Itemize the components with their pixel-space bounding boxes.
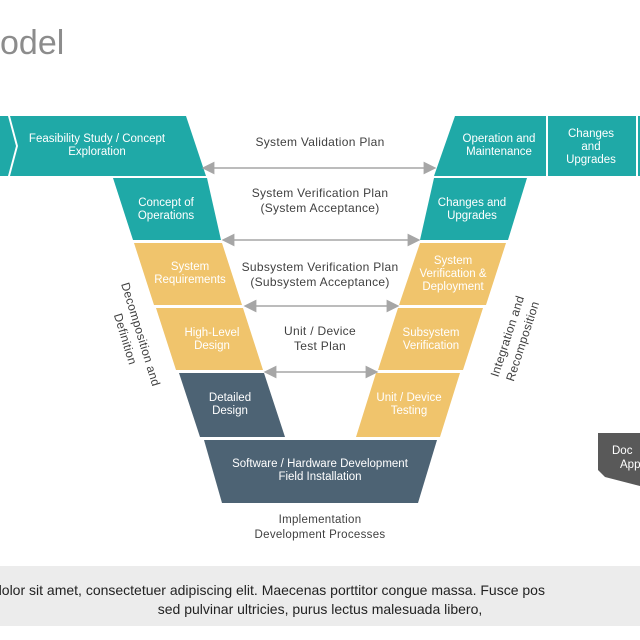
operation-block [434, 116, 546, 176]
verification-plan-line2: (System Acceptance) [260, 201, 380, 215]
implementation-line1: Implementation [278, 514, 362, 526]
feasibility-label: Feasibility Study / Concept Exploration [28, 133, 166, 158]
changes-top-block [548, 116, 636, 176]
footer-text-box: dolor sit amet, consectetuer adipiscing … [0, 566, 640, 626]
feasibility-block [10, 116, 206, 176]
detailed-design-block [179, 373, 285, 437]
operation-label: Operation and Maintenance [462, 133, 536, 158]
footer-line1: dolor sit amet, consectetuer adipiscing … [0, 582, 545, 598]
doc-tab [598, 433, 640, 486]
system-ver-block [399, 243, 506, 305]
doc-tab-line1: Doc [612, 444, 633, 457]
detailed-design-label: Detailed Design [208, 392, 252, 417]
system-req-block [134, 243, 242, 305]
bottom-label: Software / Hardware Development Field In… [232, 458, 408, 483]
unit-plan-line2: Test Plan [293, 339, 347, 353]
concept-ops-label: Concept of Operations [137, 197, 195, 222]
system-req-label: System Requirements [154, 261, 226, 286]
system-ver-label: System Verification & Deployment [419, 254, 487, 293]
subsystem-ver-block [378, 308, 483, 370]
implementation-line2: Development Processes [254, 529, 386, 541]
high-level-block [156, 308, 263, 370]
unit-testing-label: Unit / Device Testing [376, 392, 442, 417]
changes-upgrades-label: Changes and Upgrades [437, 197, 507, 222]
concept-ops-block [113, 178, 221, 240]
validation-plan: System Validation Plan [255, 135, 385, 149]
footer-line2: sed pulvinar ultricies, purus lectus mal… [157, 601, 483, 617]
left-chevron-stub [0, 116, 16, 176]
slide-title: odel [0, 24, 65, 62]
subsystem-plan-line1: Subsystem Verification Plan [241, 260, 399, 274]
doc-tab-line2: App [620, 458, 640, 471]
unit-plan-line1: Unit / Device [284, 324, 356, 338]
subsystem-plan-line2: (Subsystem Acceptance) [250, 275, 390, 289]
verification-plan-line1: System Verification Plan [251, 186, 389, 200]
changes-upgrades-block [420, 178, 527, 240]
bottom-block [204, 440, 437, 503]
unit-testing-block [356, 373, 460, 437]
changes-top-label: Changes and Upgrades [566, 127, 616, 166]
subsystem-ver-label: Subsystem Verification [402, 327, 460, 352]
high-level-label: High-Level Design [184, 327, 240, 352]
